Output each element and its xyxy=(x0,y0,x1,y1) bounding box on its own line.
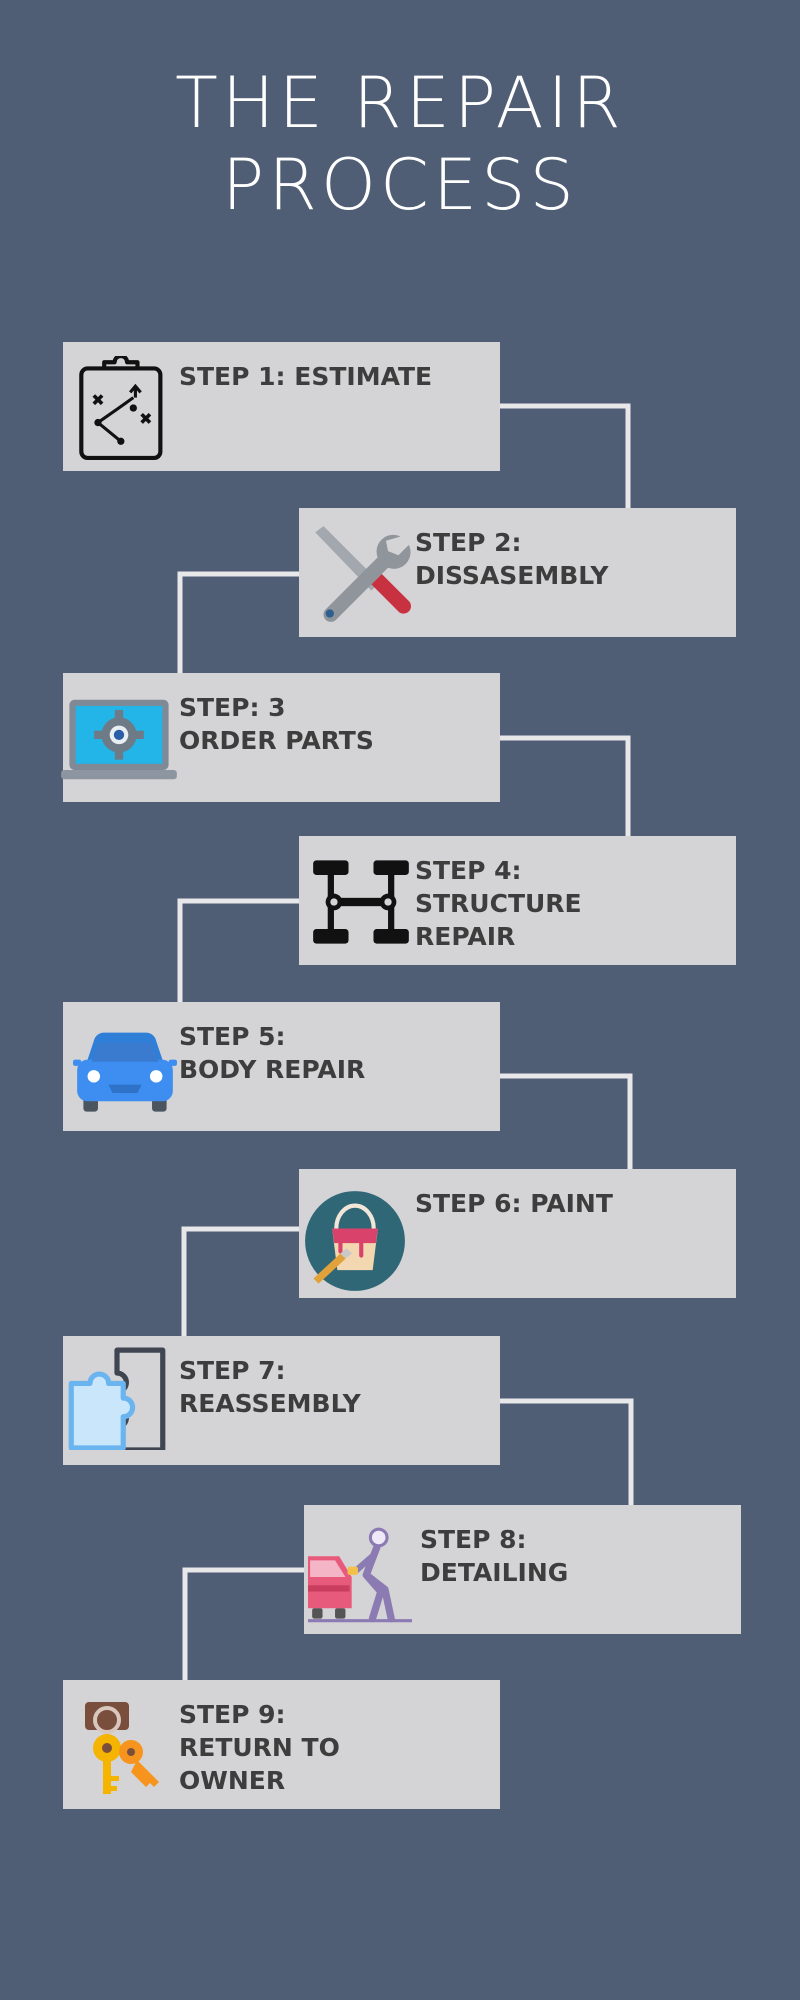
step-label-7: STEP 7: REASSEMBLY xyxy=(179,1356,361,1418)
step-label-5: STEP 5: BODY REPAIR xyxy=(179,1022,366,1084)
step-label-1: STEP 1: ESTIMATE xyxy=(179,362,433,391)
page-title: THE REPAIR PROCESS xyxy=(0,62,800,226)
step-card-6: STEP 6: PAINT xyxy=(299,1169,736,1298)
step-label-8: STEP 8: DETAILING xyxy=(420,1525,569,1587)
connector-2-3 xyxy=(177,571,300,673)
step-card-9: STEP 9: RETURN TO OWNER xyxy=(63,1680,500,1809)
title-line-1: THE REPAIR xyxy=(175,62,625,144)
laptop-gear-icon xyxy=(57,687,181,791)
connector-4-5 xyxy=(177,898,300,1002)
title-line-2: PROCESS xyxy=(222,144,578,226)
wrench-screwdriver-icon xyxy=(307,522,415,626)
puzzle-icon xyxy=(63,1346,171,1450)
step-card-7: STEP 7: REASSEMBLY xyxy=(63,1336,500,1465)
step-label-3: STEP: 3 ORDER PARTS xyxy=(179,693,374,755)
car-icon xyxy=(71,1016,179,1120)
step-card-4: STEP 4: STRUCTURE REPAIR xyxy=(299,836,736,965)
step-label-6: STEP 6: PAINT xyxy=(415,1189,613,1218)
step-card-8: STEP 8: DETAILING xyxy=(304,1505,741,1634)
connector-5-6 xyxy=(500,1073,633,1169)
connector-6-7 xyxy=(181,1226,300,1336)
clipboard-plan-icon xyxy=(71,356,179,460)
connector-8-9 xyxy=(182,1567,304,1680)
connector-7-8 xyxy=(500,1398,634,1505)
step-label-9: STEP 9: RETURN TO OWNER xyxy=(179,1700,340,1795)
car-wash-icon xyxy=(306,1525,414,1629)
paint-bucket-icon xyxy=(301,1189,409,1293)
chassis-icon xyxy=(307,850,415,954)
step-label-4: STEP 4: STRUCTURE REPAIR xyxy=(415,856,582,951)
step-label-2: STEP 2: DISSASEMBLY xyxy=(415,528,609,590)
step-card-3: STEP: 3 ORDER PARTS xyxy=(61,673,500,802)
keys-icon xyxy=(75,1698,175,1802)
connector-3-4 xyxy=(500,735,631,836)
step-card-5: STEP 5: BODY REPAIR xyxy=(63,1002,500,1131)
connector-1-2 xyxy=(500,403,631,508)
step-card-2: STEP 2: DISSASEMBLY xyxy=(299,508,736,637)
step-card-1: STEP 1: ESTIMATE xyxy=(63,342,500,471)
